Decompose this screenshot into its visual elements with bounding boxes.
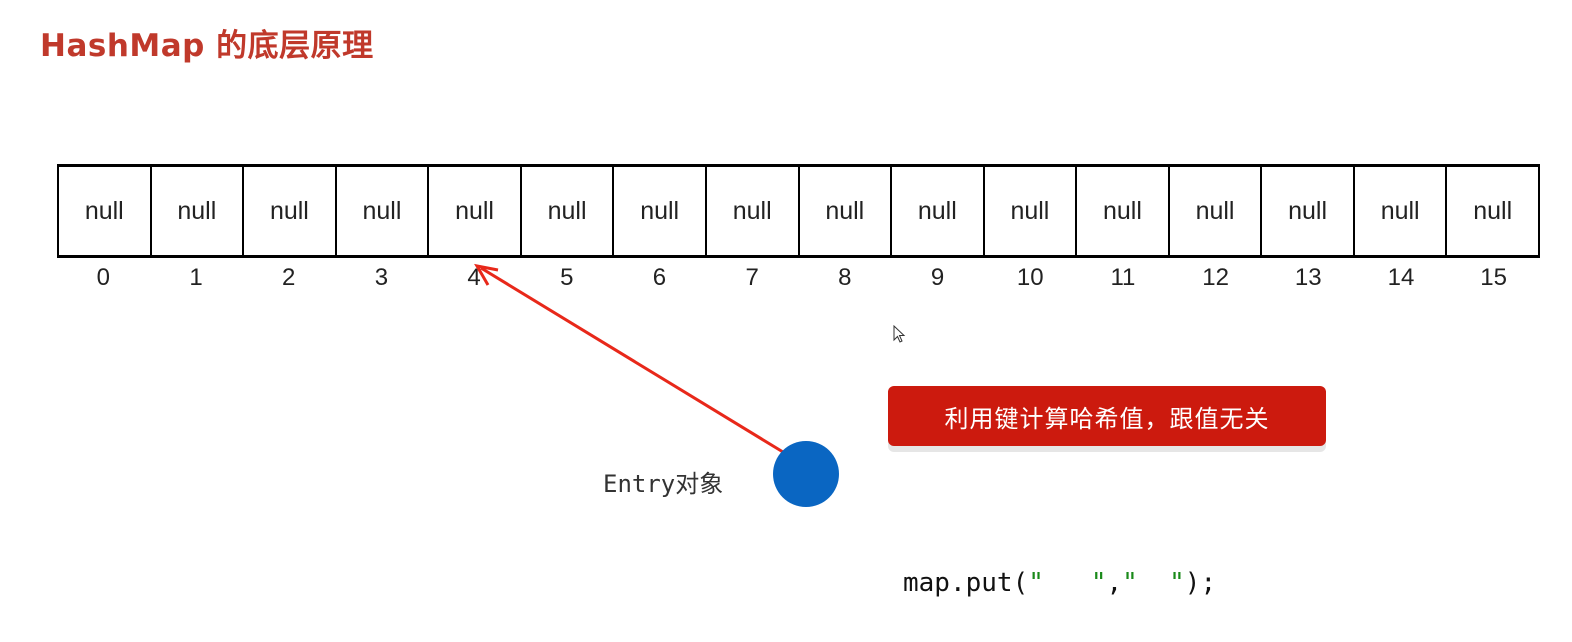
array-cell-4: null — [427, 167, 520, 255]
code-prefix: map.put( — [903, 568, 1029, 598]
array-index-13: 13 — [1294, 264, 1322, 291]
code-snippet: map.put(" "," "); — [903, 568, 1216, 598]
array-cell-11: null — [1075, 167, 1168, 255]
array-cell-3: null — [334, 167, 428, 255]
array-index-3: 3 — [374, 264, 389, 291]
array-cell-2: null — [242, 167, 335, 255]
array-cell-9: null — [890, 167, 983, 255]
array-index-4: 4 — [467, 264, 481, 291]
array-index-7: 7 — [745, 264, 759, 291]
code-comma: , — [1106, 568, 1123, 598]
array-index-14: 14 — [1387, 264, 1415, 291]
array-index-12: 12 — [1202, 264, 1229, 291]
array-cell-7: null — [704, 167, 798, 255]
array-cell-12: null — [1167, 167, 1261, 255]
array-index-1: 1 — [189, 264, 203, 291]
array-cell-13: null — [1260, 167, 1353, 255]
array-index-11: 11 — [1110, 264, 1136, 291]
array-index-15: 15 — [1480, 264, 1507, 291]
code-key: " " — [1028, 568, 1107, 598]
array-cell-0: null — [57, 167, 150, 255]
array-index-0: 0 — [96, 264, 111, 291]
array-cell-6: null — [612, 167, 705, 255]
page-title: HashMap 的底层原理 — [40, 28, 374, 64]
array-index-2: 2 — [282, 264, 296, 291]
array-index-5: 5 — [560, 264, 574, 291]
array-index-8: 8 — [838, 264, 852, 291]
array-cell-1: null — [149, 167, 243, 255]
array-index-6: 6 — [652, 264, 667, 291]
code-value: " " — [1122, 568, 1185, 598]
mouse-cursor-icon — [893, 325, 906, 343]
array-cell-15: null — [1445, 167, 1540, 255]
array-cell-10: null — [982, 167, 1076, 255]
hash-callout: 利用键计算哈希值，跟值无关 — [888, 386, 1326, 446]
array-cell-14: null — [1352, 167, 1446, 255]
array-cell-5: null — [519, 167, 613, 255]
code-suffix: ); — [1184, 568, 1217, 598]
array-cell-8: null — [797, 167, 891, 255]
entry-object-dot — [773, 441, 839, 507]
array-index-9: 9 — [930, 264, 945, 291]
entry-label: Entry对象 — [603, 470, 724, 498]
entry-arrow-line — [480, 266, 784, 454]
array-index-10: 10 — [1016, 264, 1044, 291]
